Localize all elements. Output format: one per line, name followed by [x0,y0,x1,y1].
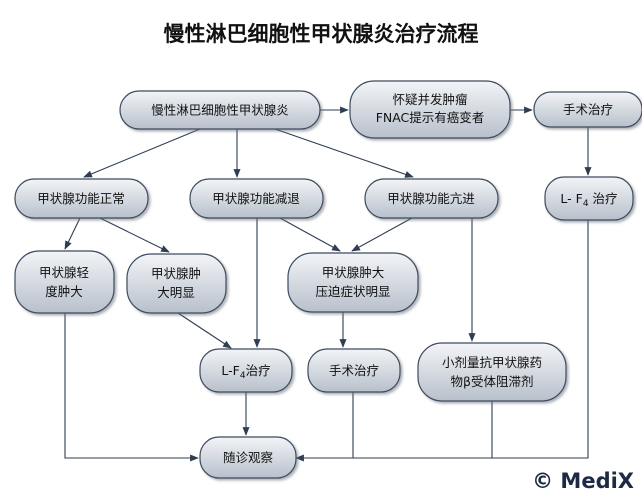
edge-hypo-to-compression [279,217,341,252]
edge-root-to-normal [83,128,201,178]
nodes: 慢性淋巴细胞性甲状腺炎 怀疑并发肿瘤 FNAC提示有癌变者 手术治疗 甲状腺功能… [14,80,642,479]
node-lt4-mid: L-F4治疗 [199,348,293,393]
svg-text:小剂量抗甲状腺药: 小剂量抗甲状腺药 [442,355,542,370]
node-suspect-tumor: 怀疑并发肿瘤 FNAC提示有癌变者 [349,80,511,139]
edge-mild-to-followup [64,313,199,462]
svg-text:甲状腺肿大: 甲状腺肿大 [322,265,385,280]
svg-text:手术治疗: 手术治疗 [329,363,379,378]
node-hypothyroid: 甲状腺功能减退 [189,178,324,219]
svg-text:手术治疗: 手术治疗 [563,102,613,117]
node-hyperthyroid: 甲状腺功能亢进 [364,178,499,219]
edge-surgery-to-followup [296,392,354,459]
node-surgery-top: 手术治疗 [533,91,642,128]
diagram-title: 慢性淋巴细胞性甲状腺炎治疗流程 [164,21,479,46]
svg-text:随诊观察: 随诊观察 [223,450,274,465]
svg-text:甲状腺功能减退: 甲状腺功能减退 [212,191,300,206]
svg-text:甲状腺肿: 甲状腺肿 [151,266,201,281]
node-lt4-right: L- F4 治疗 [544,176,634,221]
edges [64,106,592,462]
svg-text:甲状腺轻: 甲状腺轻 [39,265,89,280]
watermark-medix: © MediX [532,469,634,491]
svg-text:慢性淋巴细胞性甲状腺炎: 慢性淋巴细胞性甲状腺炎 [151,103,289,118]
svg-text:怀疑并发肿瘤: 怀疑并发肿瘤 [392,92,468,107]
svg-text:L-F4治疗: L-F4治疗 [221,363,270,381]
node-surgery-mid: 手术治疗 [307,348,401,393]
node-normal-function: 甲状腺功能正常 [14,178,149,219]
svg-text:L- F4 治疗: L- F4 治疗 [560,191,617,209]
svg-text:物β受体阻滞剂: 物β受体阻滞剂 [451,374,534,389]
svg-text:甲状腺功能亢进: 甲状腺功能亢进 [387,191,475,206]
svg-text:甲状腺功能正常: 甲状腺功能正常 [37,191,125,206]
node-root: 慢性淋巴细胞性甲状腺炎 [119,90,321,130]
svg-text:度肿大: 度肿大 [45,284,83,299]
edge-antithyroid-to-followup [353,401,493,459]
edge-normal-to-mild [64,217,81,250]
node-compression: 甲状腺肿大 压迫症状明显 [287,252,419,313]
edge-lt4right-to-followup [492,220,589,459]
node-antithyroid: 小剂量抗甲状腺药 物β受体阻滞剂 [417,342,567,402]
node-mild-enlarge: 甲状腺轻 度肿大 [14,250,115,314]
edge-enlarge-to-lt4 [177,312,232,349]
svg-text:压迫症状明显: 压迫症状明显 [315,284,390,299]
node-follow-up: 随诊观察 [199,436,297,479]
svg-text:FNAC提示有癌变者: FNAC提示有癌变者 [376,110,485,125]
svg-text:大明显: 大明显 [157,285,195,300]
node-enlarge: 甲状腺肿 大明显 [126,253,227,314]
edge-normal-to-enlarge [99,217,170,253]
edge-hyper-to-compression [351,217,413,252]
edge-root-to-hyper [274,128,414,178]
